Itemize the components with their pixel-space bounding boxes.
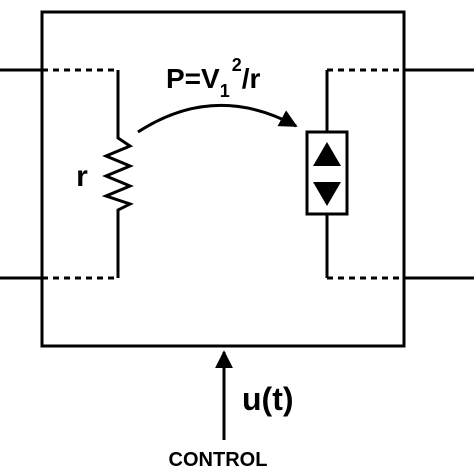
bidirectional-source-icon (305, 130, 349, 216)
control-label: CONTROL (169, 449, 268, 471)
resistor-icon (101, 70, 134, 278)
resistor-label: r (76, 160, 88, 193)
two-port-box (40, 10, 406, 348)
power-transfer-arrow (137, 104, 298, 134)
control-signal-label: u(t) (242, 381, 294, 417)
power-label: P=V12/r (166, 55, 261, 101)
